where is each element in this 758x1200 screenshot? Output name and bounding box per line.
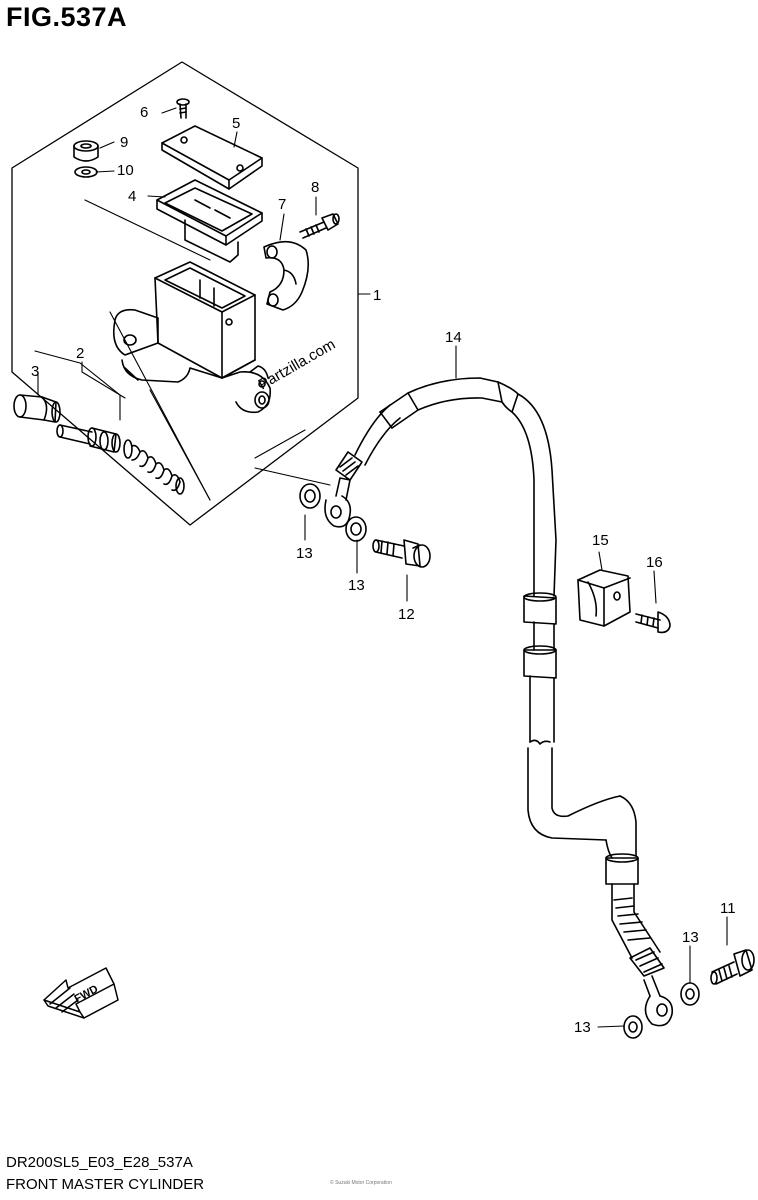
callout-13-b: 13 bbox=[348, 577, 365, 594]
fine-print: © Suzuki Motor Corporation bbox=[330, 1180, 392, 1186]
callout-2: 2 bbox=[76, 345, 84, 362]
callout-1: 1 bbox=[373, 287, 381, 304]
fwd-arrow-icon bbox=[43, 967, 119, 1019]
figure-title: FIG.537A bbox=[6, 2, 128, 32]
callout-10: 10 bbox=[117, 162, 134, 179]
diagram-subtitle: FRONT MASTER CYLINDER bbox=[6, 1176, 205, 1193]
watermark-text: Partzilla.com bbox=[256, 336, 339, 394]
callout-8: 8 bbox=[311, 179, 319, 196]
part-8-bolt bbox=[299, 213, 340, 239]
callout-9: 9 bbox=[120, 134, 128, 151]
callout-13-a: 13 bbox=[296, 545, 313, 562]
part-6-screw bbox=[176, 98, 190, 119]
part-13-washer-c bbox=[680, 982, 700, 1006]
callout-16: 16 bbox=[646, 554, 663, 571]
callout-13-c: 13 bbox=[682, 929, 699, 946]
callout-4: 4 bbox=[128, 188, 136, 205]
part-16-screw bbox=[635, 611, 671, 634]
part-5-reservoir-cap bbox=[161, 125, 263, 190]
part-13-washer-a bbox=[299, 483, 321, 509]
master-cylinder-body bbox=[112, 261, 272, 414]
part-12-union-bolt bbox=[372, 539, 431, 568]
part-4-diaphragm-plate bbox=[156, 179, 263, 263]
part-9-grommet bbox=[73, 140, 99, 162]
part-2-piston-kit bbox=[56, 424, 185, 495]
part-11-union-bolt bbox=[710, 949, 755, 985]
callout-7: 7 bbox=[278, 196, 286, 213]
part-14-brake-hose bbox=[324, 377, 674, 1027]
part-7-clamp bbox=[263, 240, 310, 311]
callout-6: 6 bbox=[140, 104, 148, 121]
part-15-clamp bbox=[577, 569, 631, 627]
part-3-boot bbox=[13, 394, 61, 423]
diagram-code: DR200SL5_E03_E28_537A bbox=[6, 1154, 193, 1171]
callout-15: 15 bbox=[592, 532, 609, 549]
part-10-washer bbox=[74, 166, 98, 178]
callout-5: 5 bbox=[232, 115, 240, 132]
assembly-outline bbox=[11, 61, 359, 526]
leader-lines bbox=[34, 107, 728, 1028]
callout-11: 11 bbox=[720, 900, 736, 917]
part-13-washer-b bbox=[345, 516, 367, 542]
part-13-washer-d bbox=[623, 1015, 643, 1039]
callout-12: 12 bbox=[398, 606, 415, 623]
callout-13-d: 13 bbox=[574, 1019, 591, 1036]
callout-labels: 6 5 9 10 4 8 7 1 2 3 14 13 13 12 15 16 1… bbox=[31, 104, 736, 1036]
callout-3: 3 bbox=[31, 363, 39, 380]
callout-14: 14 bbox=[445, 329, 462, 346]
